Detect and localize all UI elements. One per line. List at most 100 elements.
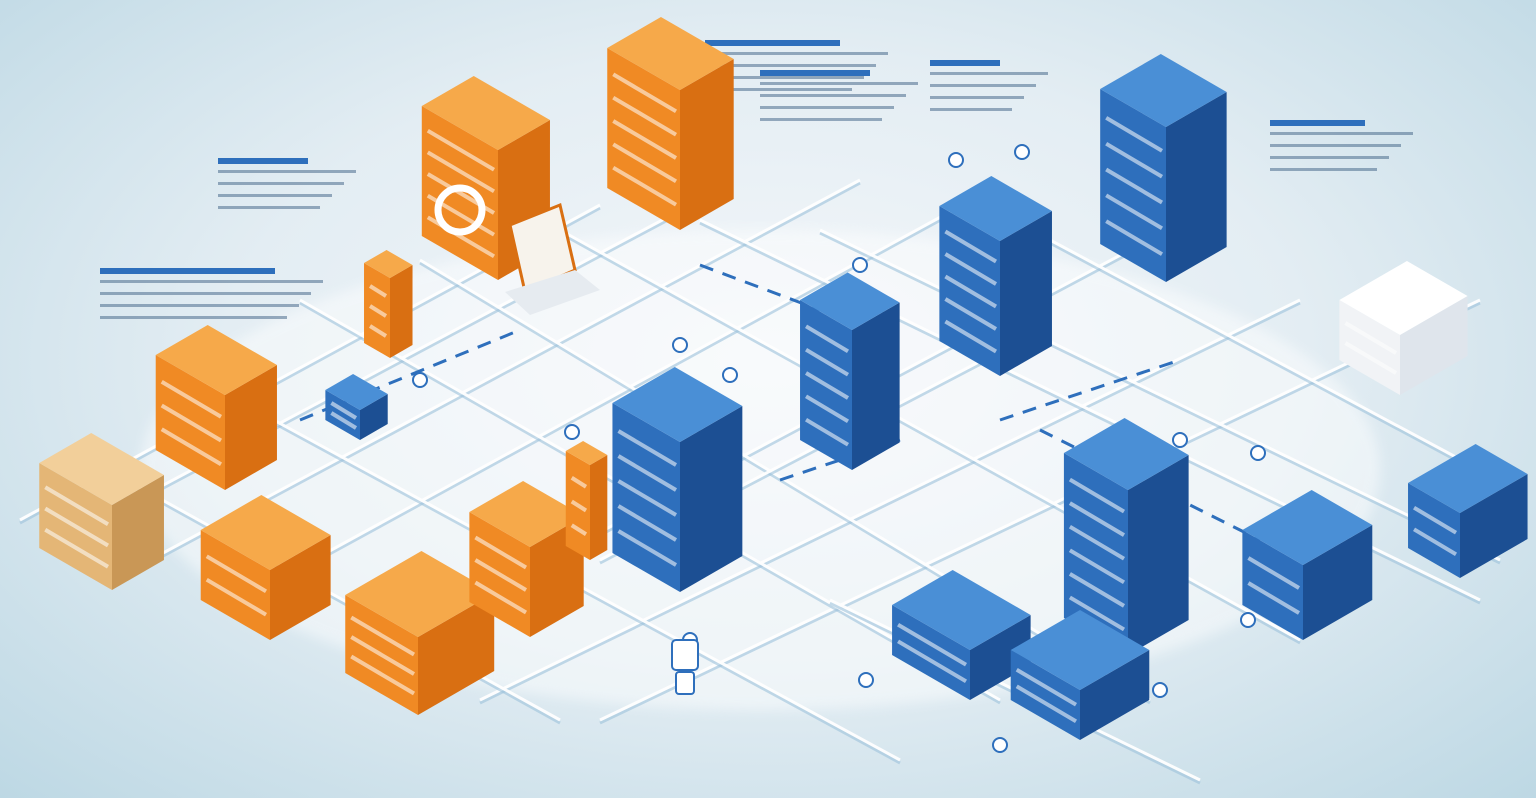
gear-icon (434, 184, 486, 236)
blue-server-box-panel-stripe (1068, 501, 1126, 537)
orange-storage-box (155, 325, 277, 490)
blue-server-box-panel-stripe (1105, 219, 1164, 256)
connection-line (599, 298, 1481, 722)
blue-small-device-top-face (325, 374, 388, 410)
label-text-line (1270, 132, 1413, 135)
connector-node (722, 367, 738, 383)
label-text-line (100, 292, 311, 295)
orange-server-box-panel-stripe (612, 165, 678, 207)
white-device-box-top-face (1339, 261, 1468, 335)
blue-storage-box-panel-stripe (1413, 527, 1458, 557)
blue-server-box (1063, 418, 1189, 655)
blue-server-box-panel-stripe (617, 479, 678, 517)
orange-storage-box-panel-stripe (474, 558, 528, 592)
blue-rack-box-top-face (1010, 610, 1150, 690)
orange-storage-box-top-face (200, 495, 331, 570)
data-flow-line (699, 263, 821, 312)
label-text-line (760, 82, 918, 85)
blue-small-device-panel-stripe (330, 411, 358, 430)
blue-storage-box-top-face (1408, 444, 1528, 513)
orange-server-box-right-face (680, 59, 734, 230)
blue-server-box-panel-stripe (1105, 116, 1164, 153)
annotation-labels (100, 40, 1413, 319)
blue-server-box-panel-stripe (1068, 477, 1126, 514)
blue-server-box-panel-stripe (1068, 595, 1126, 632)
tan-storage-box-panel-stripe (44, 528, 110, 569)
label-heading-bar (760, 70, 870, 76)
orange-storage-box-panel-stripe (205, 577, 268, 617)
label-text-line (1270, 156, 1389, 159)
orange-storage-box (200, 495, 331, 640)
connector-node (948, 152, 964, 168)
blue-small-device-right-face (360, 394, 388, 440)
laptop-icon (505, 202, 600, 315)
label-text-line (760, 118, 882, 121)
orange-storage-box-panel-stripe (350, 615, 416, 657)
orange-panel-box-right-face (390, 265, 413, 358)
label-text-line (705, 76, 864, 79)
blue-rack-box-left-face (892, 605, 970, 700)
orange-server-box (421, 76, 550, 280)
blue-server-box-panel-stripe (617, 504, 678, 542)
blue-server-box-panel-stripe (617, 454, 678, 492)
gear-ring (434, 184, 486, 236)
blue-rack-box-right-face (1080, 650, 1150, 740)
label-text-line (100, 280, 323, 283)
blue-server-box-top-face (1063, 418, 1189, 490)
label-text-line (218, 182, 344, 185)
label-heading-bar (705, 40, 840, 46)
blue-server-box-panel-stripe (944, 319, 998, 354)
blue-server-box (939, 176, 1052, 376)
blue-server-box (612, 367, 743, 592)
orange-panel-box (565, 441, 608, 560)
orange-storage-box-left-face (200, 530, 270, 640)
connection-line-shadow (1049, 241, 1481, 475)
connector-node (564, 424, 580, 440)
orange-server-box-panel-stripe (612, 119, 678, 160)
blue-server-box (1100, 54, 1227, 282)
blue-server-box-right-face (852, 302, 900, 470)
blue-rack-box-left-face (1010, 650, 1080, 740)
blue-rack-box-top-face (892, 570, 1031, 650)
orange-panel-box (364, 250, 413, 358)
orange-storage-box-panel-stripe (350, 654, 416, 696)
white-device-box-panel-stripe (1344, 341, 1398, 375)
orange-server-box (607, 17, 734, 230)
tan-storage-box-top-face (39, 433, 164, 505)
label-heading-bar (930, 60, 1000, 66)
blue-server-box-panel-stripe (1105, 193, 1164, 231)
label-heading-bar (218, 158, 308, 164)
orange-storage-box-panel-stripe (205, 554, 268, 594)
label-text-line (930, 84, 1036, 87)
label-text-line (705, 88, 852, 91)
blue-rack-box-panel-stripe (897, 639, 968, 684)
label-text-line (760, 106, 894, 109)
blue-storage-box-right-face (1460, 474, 1528, 578)
orange-storage-box-right-face (418, 593, 495, 715)
orange-storage-box-panel-stripe (160, 403, 223, 443)
connector-node (1152, 682, 1168, 698)
blue-server-box-panel-stripe (1105, 141, 1164, 179)
orange-server-box-panel-stripe (612, 95, 678, 137)
connection-line-shadow (819, 231, 1501, 565)
orange-server-box-panel-stripe (426, 150, 496, 194)
orange-server-box-panel-stripe (612, 142, 678, 184)
connector-node (1250, 445, 1266, 461)
blue-rack-box-panel-stripe (897, 622, 968, 667)
label-text-line (218, 194, 332, 197)
blue-storage-box-top-face (1242, 490, 1373, 565)
blue-server-box-right-face (1000, 211, 1052, 376)
blue-storage-box-right-face (1303, 525, 1373, 640)
annotation-label (705, 40, 888, 91)
orange-panel-box-panel-stripe (570, 499, 588, 513)
label-text-line (218, 170, 356, 173)
orange-panel-box-panel-stripe (368, 284, 388, 298)
orange-storage-box-top-face (155, 325, 277, 395)
blue-rack-box-panel-stripe (1015, 667, 1078, 707)
white-device-box-left-face (1339, 300, 1400, 395)
connector-node (1172, 432, 1188, 448)
blue-rack-box (1010, 610, 1150, 740)
blue-rack-box-panel-stripe (1015, 684, 1078, 724)
orange-server-box-panel-stripe (426, 128, 496, 172)
